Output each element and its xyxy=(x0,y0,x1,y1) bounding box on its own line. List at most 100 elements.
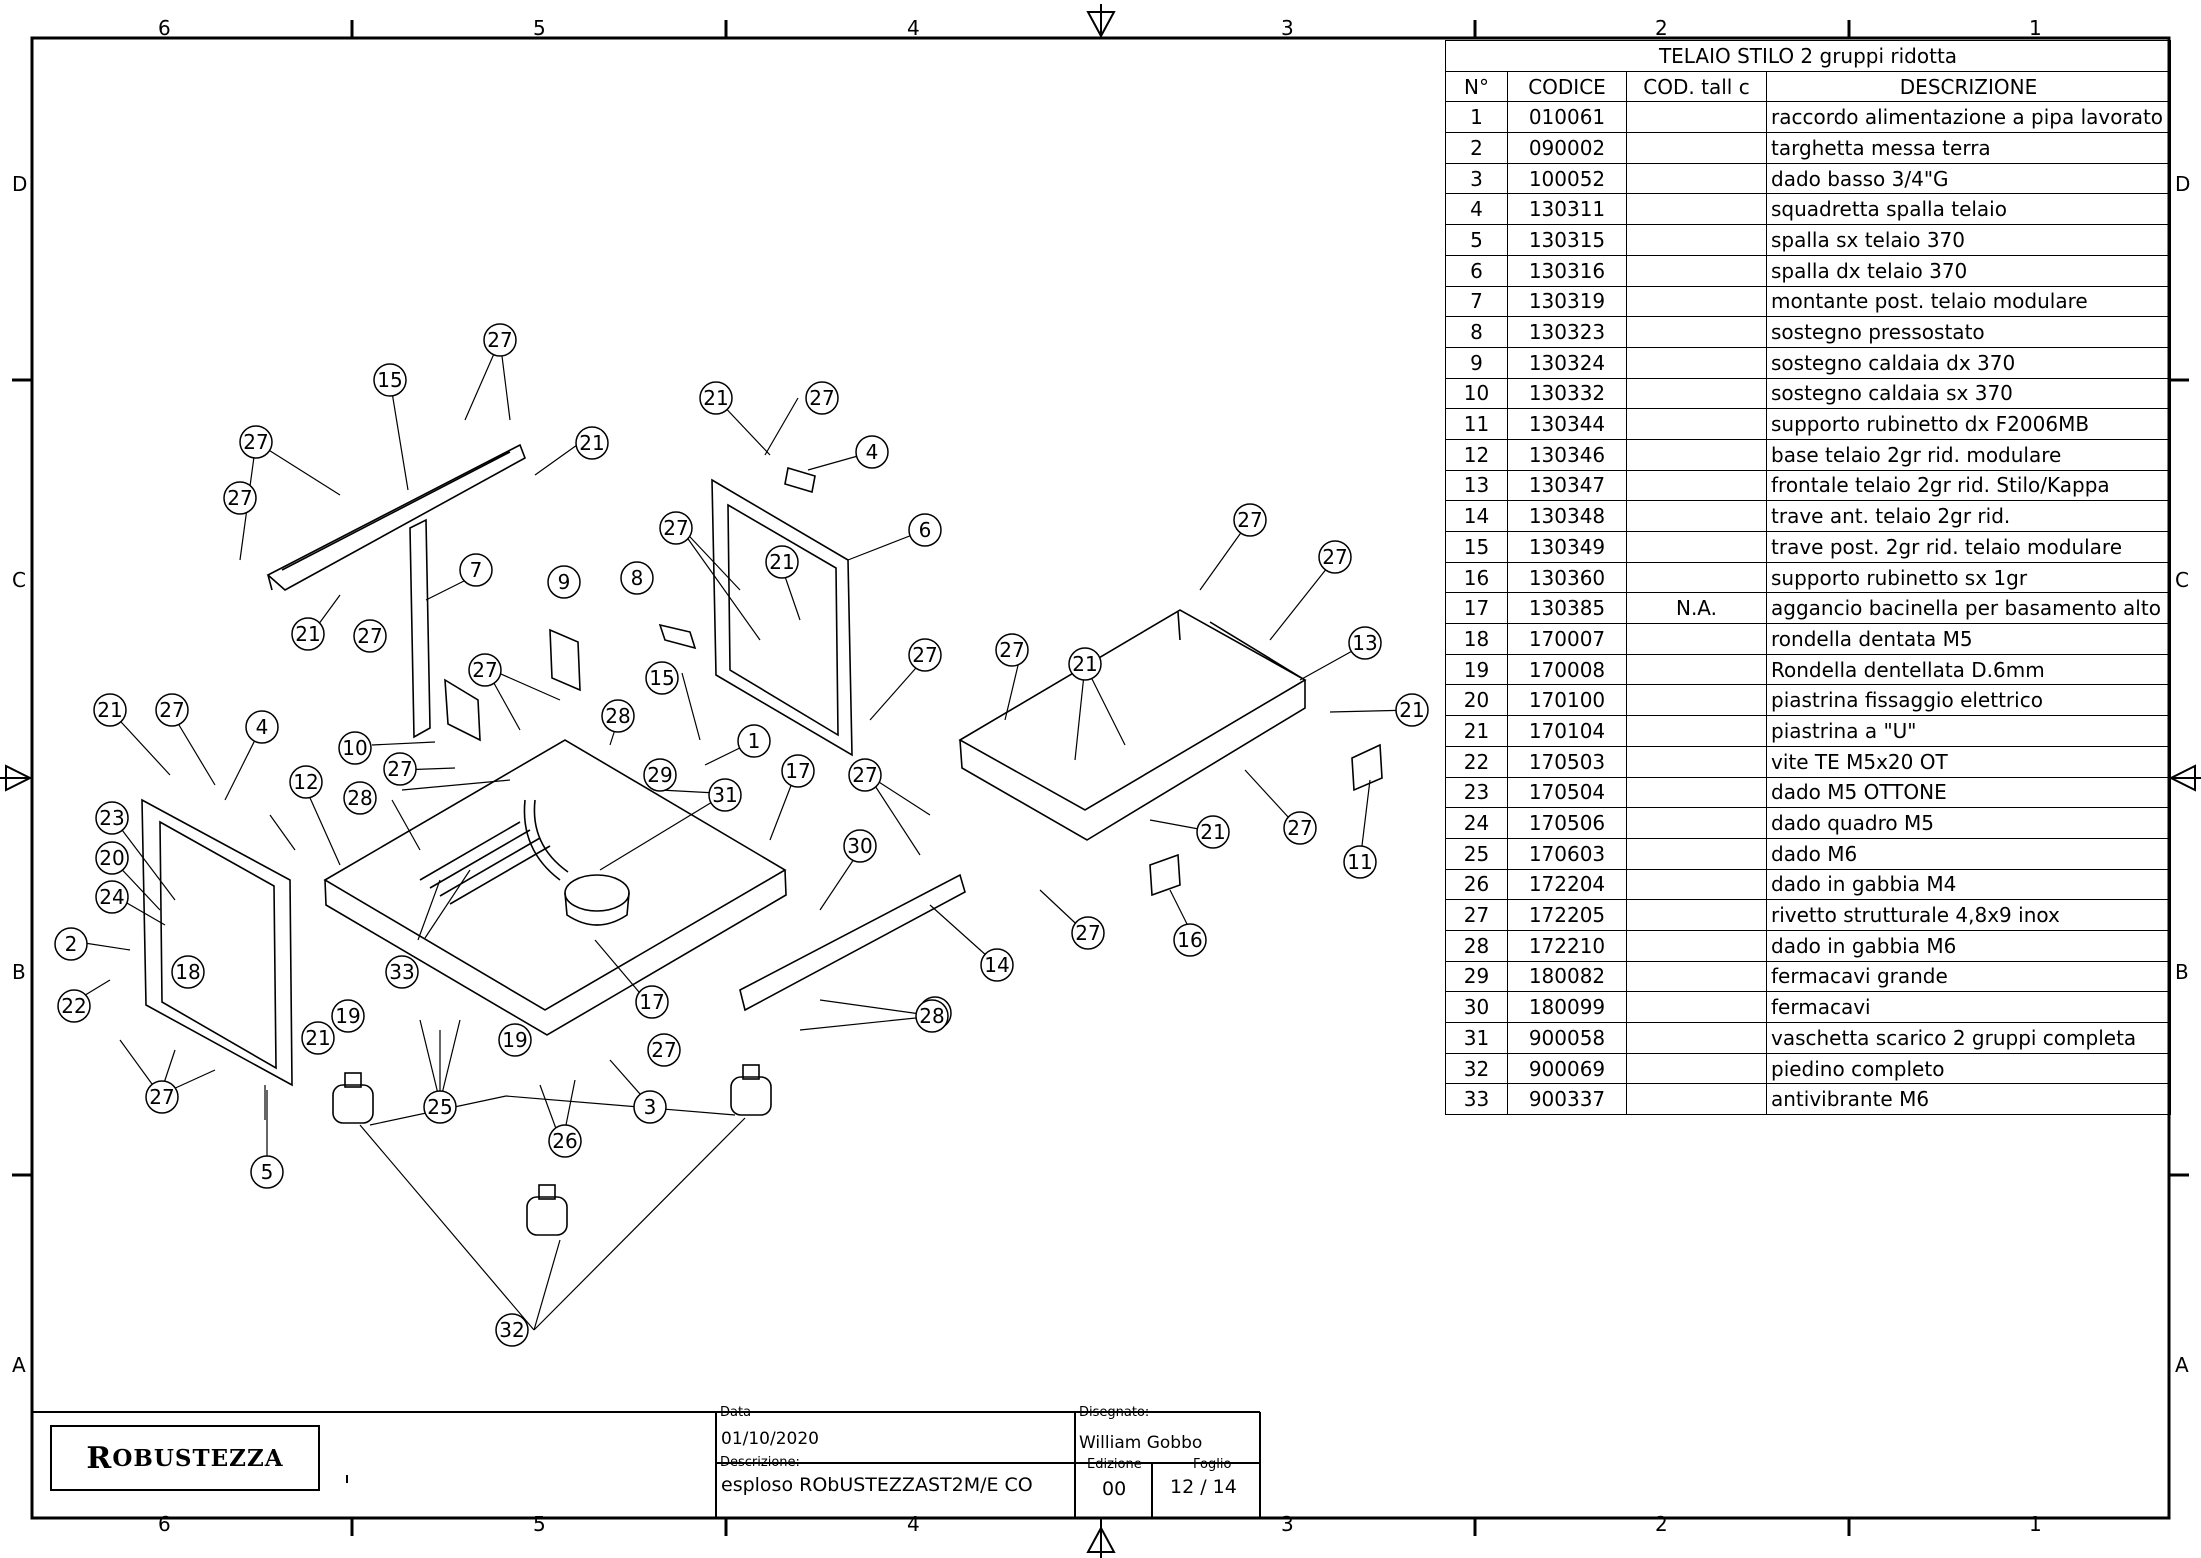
balloon: 1 xyxy=(737,724,771,758)
balloon: 24 xyxy=(95,880,129,914)
cell-tall xyxy=(1626,377,1767,410)
cell-no: 23 xyxy=(1445,776,1508,809)
zone-ticks xyxy=(12,20,2189,1536)
zone-label-bottom-1: 1 xyxy=(2029,1512,2042,1536)
cell-code: 130346 xyxy=(1507,438,1627,471)
balloon-label: 10 xyxy=(342,736,367,760)
cell-no: 13 xyxy=(1445,469,1508,502)
balloon: 27 xyxy=(908,638,942,672)
cell-desc: dado basso 3/4"G xyxy=(1766,162,2171,195)
part-drain-pipe xyxy=(523,799,569,881)
cell-desc: rondella dentata M5 xyxy=(1766,623,2171,655)
cell-desc: vaschetta scarico 2 gruppi completa xyxy=(1766,1022,2171,1054)
cell-no: 16 xyxy=(1445,561,1508,594)
header-no: N° xyxy=(1445,70,1508,103)
parts-table-title-row: TELAIO STILO 2 gruppi ridotta xyxy=(1445,40,2171,72)
header-tall: COD. tall c xyxy=(1626,70,1767,103)
balloon: 27 xyxy=(483,323,517,357)
cell-code: 170603 xyxy=(1507,837,1627,870)
date-value: 01/10/2020 xyxy=(721,1429,819,1449)
cell-code: 090002 xyxy=(1507,132,1627,164)
balloon: 27 xyxy=(1283,811,1317,845)
cell-tall xyxy=(1626,193,1767,226)
part-tap-support-sx xyxy=(1149,853,1181,897)
balloon-label: 12 xyxy=(293,770,318,794)
zone-label-top-6: 6 xyxy=(158,16,171,40)
balloon: 23 xyxy=(95,801,129,835)
item-balloons: 27 15 21 27 4 27 21 7 9 8 21 27 6 27 27 … xyxy=(54,323,1429,1347)
balloon: 10 xyxy=(338,731,372,765)
balloon: 16 xyxy=(1173,923,1207,957)
cell-no: 5 xyxy=(1445,224,1508,256)
cell-tall: N.A. xyxy=(1626,592,1767,625)
cell-desc: sostegno pressostato xyxy=(1766,316,2171,348)
cell-desc: montante post. telaio modulare xyxy=(1766,285,2171,318)
cell-no: 4 xyxy=(1445,193,1508,226)
balloon: 27 xyxy=(145,1080,179,1114)
cell-no: 21 xyxy=(1445,715,1508,747)
cell-no: 24 xyxy=(1445,807,1508,839)
balloon: 21 xyxy=(1196,815,1230,849)
cell-no: 1 xyxy=(1445,101,1508,134)
cell-desc: spalla dx telaio 370 xyxy=(1766,254,2171,287)
balloon: 18 xyxy=(171,955,205,989)
cell-code: 130316 xyxy=(1507,254,1627,287)
balloon-label: 27 xyxy=(651,1038,676,1062)
balloon: 5 xyxy=(250,1155,284,1189)
cell-no: 11 xyxy=(1445,408,1508,440)
logo-rest: OBUSTEZZA xyxy=(112,1444,284,1472)
cell-code: 900069 xyxy=(1507,1052,1627,1085)
cell-no: 32 xyxy=(1445,1052,1508,1085)
balloon-label: 27 xyxy=(159,698,184,722)
balloon: 27 xyxy=(468,653,502,687)
balloon: 27 xyxy=(995,633,1029,667)
balloon: 27 xyxy=(659,511,693,545)
cell-desc: dado in gabbia M4 xyxy=(1766,868,2171,901)
cell-code: 130348 xyxy=(1507,500,1627,532)
cell-no: 19 xyxy=(1445,653,1508,686)
balloon: 17 xyxy=(781,754,815,788)
balloon: 20 xyxy=(95,841,129,875)
part-rear-beam xyxy=(266,443,526,591)
balloon: 8 xyxy=(620,561,654,595)
zone-label-left-B: B xyxy=(12,960,26,984)
cell-tall xyxy=(1626,500,1767,532)
balloon: 15 xyxy=(373,363,407,397)
balloon: 29 xyxy=(643,758,677,792)
balloon-label: 23 xyxy=(99,806,124,830)
balloon-label: 27 xyxy=(472,658,497,682)
balloon-label: 21 xyxy=(97,698,122,722)
zone-label-left-A: A xyxy=(12,1353,26,1377)
zone-label-left-D: D xyxy=(12,172,28,196)
cell-desc: spalla sx telaio 370 xyxy=(1766,224,2171,256)
cell-tall xyxy=(1626,132,1767,164)
cell-code: 130347 xyxy=(1507,469,1627,502)
balloon: 31 xyxy=(708,778,742,812)
cell-code: 170504 xyxy=(1507,776,1627,809)
balloon: 27 xyxy=(223,481,257,515)
balloon: 27 xyxy=(239,425,273,459)
balloon-label: 27 xyxy=(387,757,412,781)
zone-label-bottom-5: 5 xyxy=(533,1512,546,1536)
cell-tall xyxy=(1626,684,1767,717)
cell-desc: dado M6 xyxy=(1766,837,2171,870)
balloon-label: 6 xyxy=(919,518,932,542)
cell-tall xyxy=(1626,653,1767,686)
balloon-label: 27 xyxy=(1237,508,1262,532)
cell-no: 6 xyxy=(1445,254,1508,287)
balloon-label: 26 xyxy=(552,1129,577,1153)
cell-no: 17 xyxy=(1445,592,1508,625)
description-label: Descrizione: xyxy=(720,1455,800,1470)
part-pressure-switch-support xyxy=(658,623,697,650)
